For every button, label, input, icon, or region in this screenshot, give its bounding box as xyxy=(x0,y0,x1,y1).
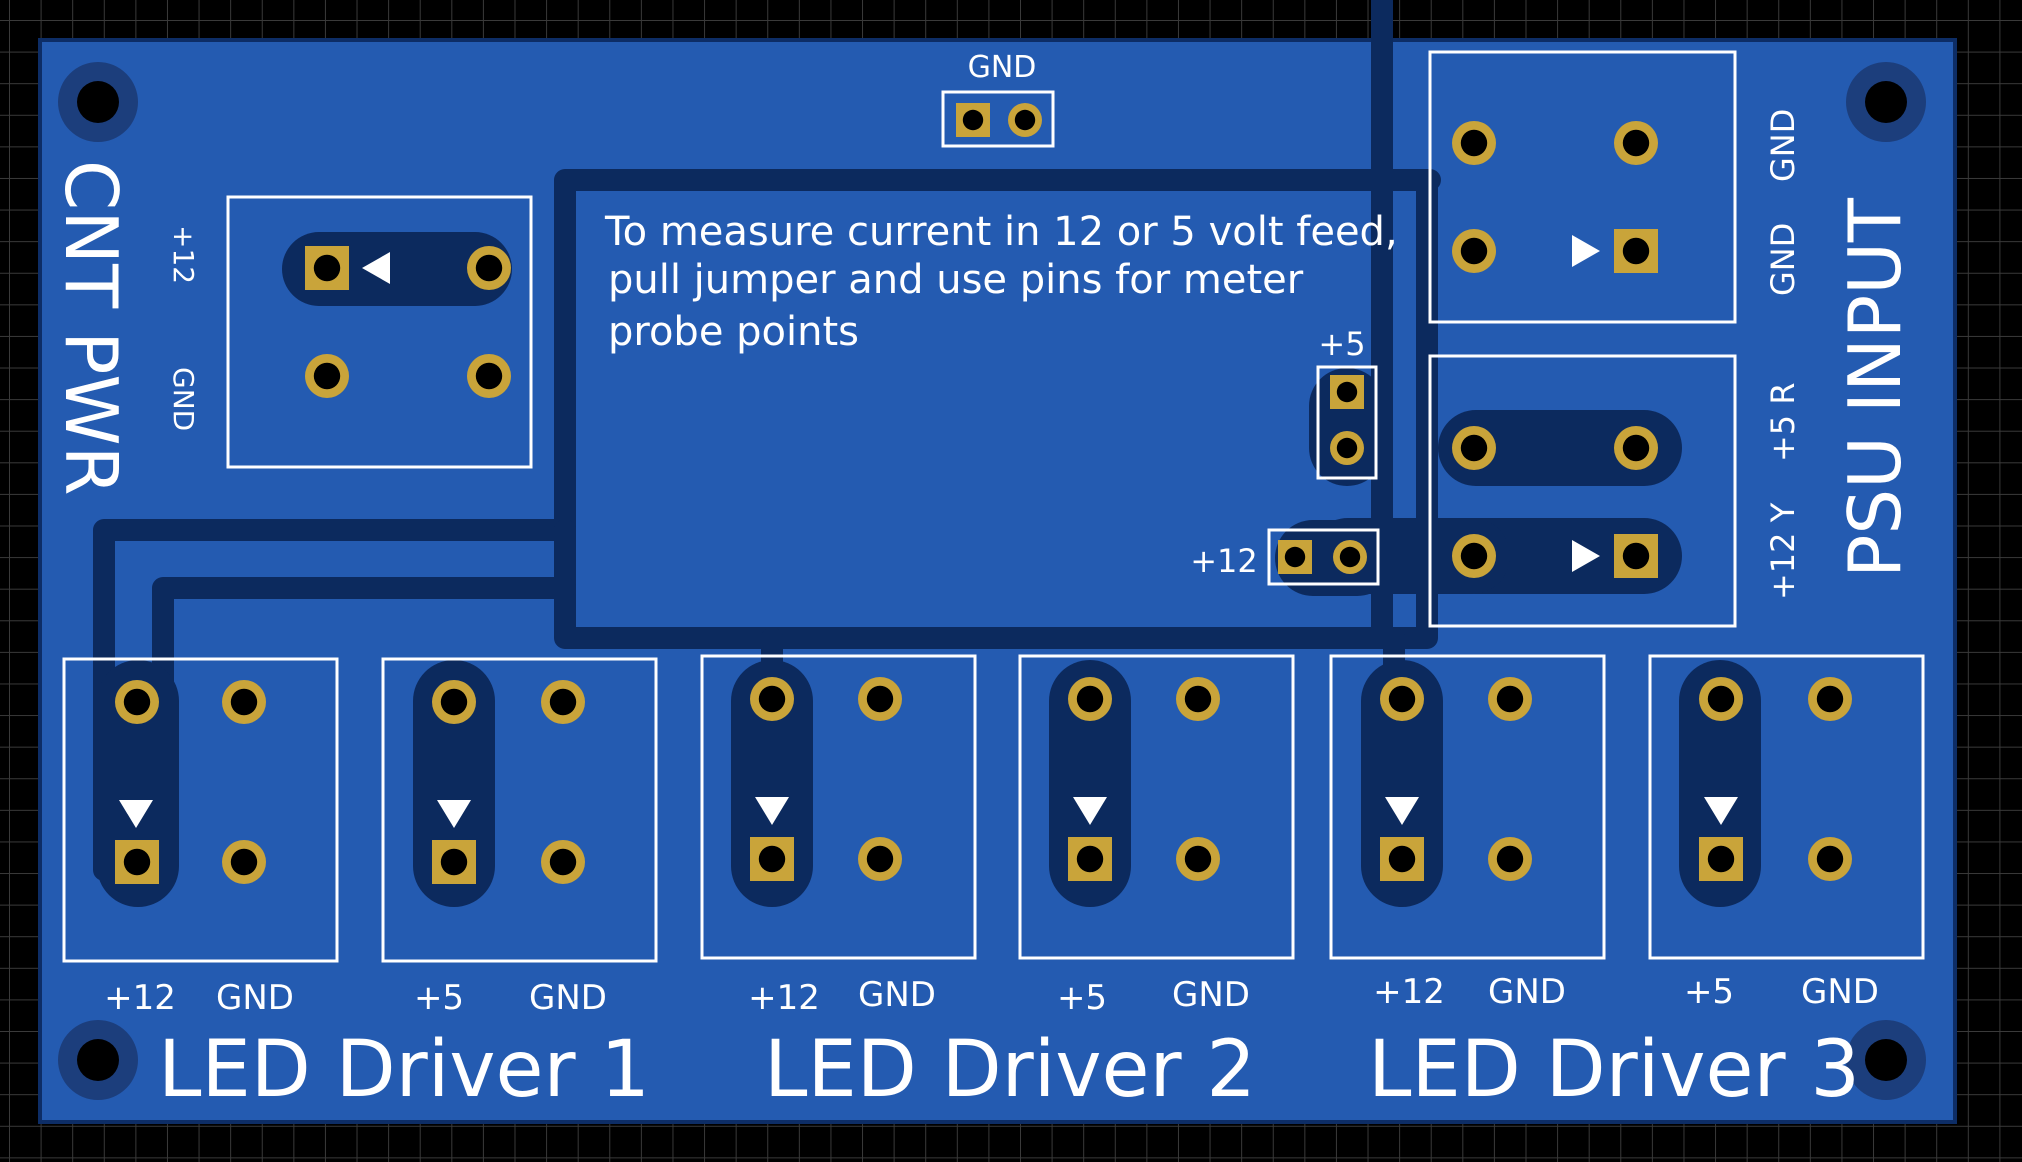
cnt-pwr-gnd-label: GND xyxy=(167,367,200,431)
pad-psu-bot-pin4 xyxy=(1614,534,1658,578)
pad-drv2a-pin1 xyxy=(750,677,794,721)
pad-drv1a-pin1 xyxy=(115,680,159,724)
psu-input-top-outline xyxy=(1428,50,1737,324)
pad-drv3b-pin2 xyxy=(1808,677,1852,721)
pad-gnd-jumper-pin2 xyxy=(1008,103,1042,137)
pad-drv3a-pin4 xyxy=(1488,837,1532,881)
jumper-5v-outline xyxy=(1316,365,1378,480)
pad-cnt-pwr-pin3 xyxy=(305,354,349,398)
pad-drv2a-pin4 xyxy=(858,837,902,881)
pin1-marker-driver2-b xyxy=(1073,797,1107,825)
conn1-right-label: GND xyxy=(216,978,294,1018)
gnd-jumper-label: GND xyxy=(968,50,1037,85)
led-driver-3-title: LED Driver 3 xyxy=(1368,1025,1860,1115)
psu-plus12-label: +12 Y xyxy=(1764,502,1802,600)
jumper-12v-label: +12 xyxy=(1190,542,1258,580)
conn3-right-label: GND xyxy=(858,975,936,1015)
pin1-marker-driver3-b xyxy=(1704,797,1738,825)
pad-cnt-pwr-pin4 xyxy=(467,354,511,398)
pin1-markers xyxy=(119,235,1738,828)
psu-gnd1-label: GND xyxy=(1764,109,1802,182)
conn4-right-label: GND xyxy=(1172,975,1250,1015)
pad-psu-bot-pin1 xyxy=(1452,426,1496,470)
measure-note-line1: To measure current in 12 or 5 volt feed, xyxy=(604,209,1398,255)
pad-drv3a-pin2 xyxy=(1488,677,1532,721)
pad-drv1a-pin3 xyxy=(115,840,159,884)
pad-drv1b-pin3 xyxy=(432,840,476,884)
pad-cnt-pwr-pin1 xyxy=(305,246,349,290)
psu-plus5-label: +5 R xyxy=(1764,382,1802,462)
cnt-pwr-plus12-label: +12 xyxy=(167,225,200,284)
gnd-jumper-outline xyxy=(941,90,1055,148)
conn5-right-label: GND xyxy=(1488,972,1566,1012)
driver1-12v-connector-outline xyxy=(62,657,339,963)
pad-drv1b-pin4 xyxy=(541,840,585,884)
driver2-12v-connector-outline xyxy=(700,654,977,960)
driver2-5v-connector-outline xyxy=(1018,654,1295,960)
conn5-left-label: +12 xyxy=(1373,972,1445,1012)
pin1-marker-psu-bottom xyxy=(1572,540,1600,572)
silkscreen-text: GND CNT PWR +12 GND To measure current i… xyxy=(49,50,1917,1115)
pin1-marker-driver2-a xyxy=(755,797,789,825)
conn2-right-label: GND xyxy=(529,978,607,1018)
measure-note-line2: pull jumper and use pins for meter xyxy=(608,257,1304,303)
pad-cnt-pwr-pin2 xyxy=(467,246,511,290)
driver1-5v-connector-outline xyxy=(381,657,658,963)
psu-gnd2-label: GND xyxy=(1764,223,1802,296)
pad-drv1a-pin2 xyxy=(222,680,266,724)
conn6-right-label: GND xyxy=(1801,972,1879,1012)
driver3-12v-connector-outline xyxy=(1329,654,1606,960)
pad-gnd-jumper-pin1 xyxy=(956,103,990,137)
psu-input-bottom-outline xyxy=(1428,354,1737,628)
conn6-left-label: +5 xyxy=(1684,972,1734,1012)
pad-drv2b-pin1 xyxy=(1068,677,1112,721)
pad-jumper-12v-pin1 xyxy=(1278,540,1312,574)
driver3-5v-connector-outline xyxy=(1648,654,1925,960)
pads xyxy=(115,103,1852,884)
silkscreen-outlines xyxy=(62,50,1925,963)
pin1-marker-driver1-b xyxy=(437,800,471,828)
pad-jumper-5v-pin1 xyxy=(1330,375,1364,409)
pad-psu-bot-pin2 xyxy=(1614,426,1658,470)
jumper-5v-label: +5 xyxy=(1318,325,1365,363)
pad-drv1b-pin2 xyxy=(541,680,585,724)
pad-psu-top-pin3 xyxy=(1452,229,1496,273)
pin1-marker-cnt-pwr xyxy=(362,252,390,284)
pin1-marker-driver1-a xyxy=(119,800,153,828)
pad-psu-top-pin1 xyxy=(1452,121,1496,165)
led-driver-2-title: LED Driver 2 xyxy=(764,1025,1256,1115)
pad-drv3b-pin3 xyxy=(1699,837,1743,881)
pad-jumper-12v-pin2 xyxy=(1333,540,1367,574)
pad-psu-bot-pin3 xyxy=(1452,534,1496,578)
conn4-left-label: +5 xyxy=(1057,978,1107,1018)
conn2-left-label: +5 xyxy=(414,978,464,1018)
pin1-marker-psu-top xyxy=(1572,235,1600,267)
pad-jumper-5v-pin2 xyxy=(1330,431,1364,465)
pin1-marker-driver3-a xyxy=(1385,797,1419,825)
pad-drv3a-pin1 xyxy=(1380,677,1424,721)
pad-drv2b-pin2 xyxy=(1176,677,1220,721)
cnt-pwr-connector-outline xyxy=(226,195,533,469)
pad-drv2a-pin2 xyxy=(858,677,902,721)
pad-psu-top-pin2 xyxy=(1614,121,1658,165)
pad-drv3b-pin1 xyxy=(1699,677,1743,721)
pad-drv2b-pin3 xyxy=(1068,837,1112,881)
pad-psu-top-pin4 xyxy=(1614,229,1658,273)
conn3-left-label: +12 xyxy=(748,978,820,1018)
pad-drv3a-pin3 xyxy=(1380,837,1424,881)
psu-input-title: PSU INPUT xyxy=(1833,197,1917,578)
pad-drv1b-pin1 xyxy=(432,680,476,724)
conn1-left-label: +12 xyxy=(104,978,176,1018)
pad-drv1a-pin4 xyxy=(222,840,266,884)
mounting-holes xyxy=(58,62,1926,1100)
measure-note-line3: probe points xyxy=(608,309,859,355)
pad-drv2a-pin3 xyxy=(750,837,794,881)
pad-drv3b-pin4 xyxy=(1808,837,1852,881)
jumper-12v-outline xyxy=(1267,528,1380,586)
cnt-pwr-title: CNT PWR xyxy=(49,160,133,496)
led-driver-1-title: LED Driver 1 xyxy=(158,1025,650,1115)
pad-drv2b-pin4 xyxy=(1176,837,1220,881)
